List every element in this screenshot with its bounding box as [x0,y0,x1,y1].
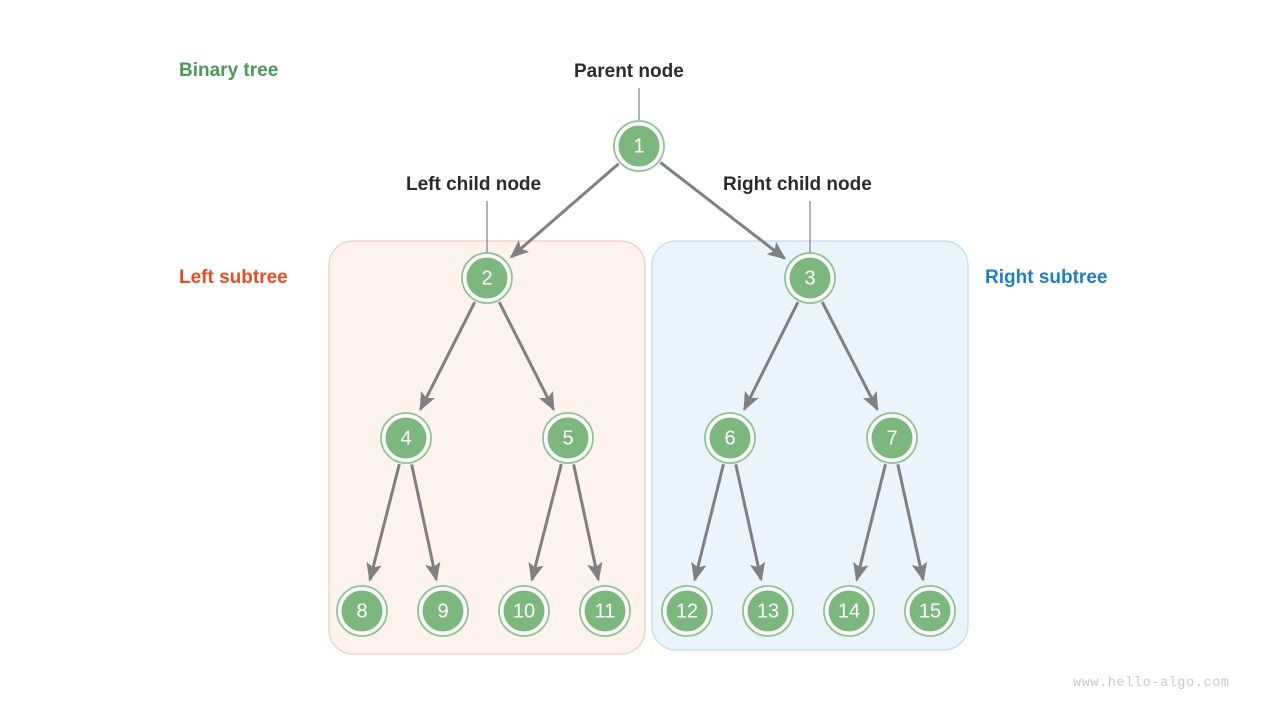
node-value: 10 [513,601,535,623]
tree-node-2[interactable]: 2 [461,252,513,304]
node-value: 12 [676,601,698,623]
node-disc [747,590,789,632]
node-value: 4 [400,428,411,450]
tree-node-11[interactable]: 11 [579,585,631,637]
edge-n3-to-n7 [820,301,879,412]
tree-node-4[interactable]: 4 [380,412,432,464]
edge-n6-to-n13 [734,464,766,582]
edge-n5-to-n11 [572,464,603,582]
node-disc [422,590,464,632]
edge-n6-to-n12 [691,463,725,582]
node-disc [666,590,708,632]
node-disc [503,590,545,632]
tree-node-9[interactable]: 9 [417,585,469,637]
edge-n2-to-n5 [497,301,555,412]
tree-node-5[interactable]: 5 [542,412,594,464]
tree-node-3[interactable]: 3 [784,252,836,304]
node-disc [466,257,508,299]
tree-node-15[interactable]: 15 [904,585,956,637]
tree-node-12[interactable]: 12 [661,585,713,637]
edge-n2-to-n4 [419,301,477,412]
diagram-title: Binary tree [179,60,279,81]
edge-n7-to-n15 [896,464,928,582]
edge-n4-to-n8 [366,463,401,582]
node-disc [341,590,383,632]
right-child-node-label: Right child node [723,174,872,195]
node-value: 3 [804,268,815,290]
node-value: 8 [356,601,367,623]
node-value: 14 [838,601,860,623]
tree-node-8[interactable]: 8 [336,585,388,637]
edge-n1-to-n3 [659,161,787,260]
edge-n7-to-n14 [853,463,887,582]
node-value: 13 [757,601,779,623]
node-value: 7 [886,428,897,450]
edge-n5-to-n10 [528,463,563,582]
node-value: 5 [562,428,573,450]
node-disc [547,417,589,459]
tree-node-7[interactable]: 7 [866,412,918,464]
node-value: 1 [633,136,644,158]
tree-node-1[interactable]: 1 [613,120,665,172]
left-subtree-label: Left subtree [179,267,288,288]
tree-node-13[interactable]: 13 [742,585,794,637]
node-disc [584,590,626,632]
parent-node-label: Parent node [574,61,684,82]
tree-node-6[interactable]: 6 [704,412,756,464]
node-value: 11 [595,601,616,623]
node-value: 9 [437,601,448,623]
node-disc [618,125,660,167]
right-subtree-label: Right subtree [985,267,1108,288]
node-value: 2 [481,268,492,290]
watermark: www.hello-algo.com [1073,676,1230,691]
node-value: 15 [919,601,941,623]
edge-n3-to-n6 [742,301,800,411]
node-disc [709,417,751,459]
node-disc [828,590,870,632]
node-value: 6 [724,428,735,450]
node-disc [789,257,831,299]
annotation-leader-lines [486,88,811,253]
node-disc [871,417,913,459]
tree-node-14[interactable]: 14 [823,585,875,637]
tree-edges [366,161,928,582]
node-disc [385,417,427,459]
subtree-panels [328,240,969,655]
edge-n1-to-n2 [509,162,620,259]
node-disc [909,590,951,632]
tree-node-10[interactable]: 10 [498,585,550,637]
left-child-node-label: Left child node [406,174,542,195]
edge-n4-to-n9 [410,464,441,582]
